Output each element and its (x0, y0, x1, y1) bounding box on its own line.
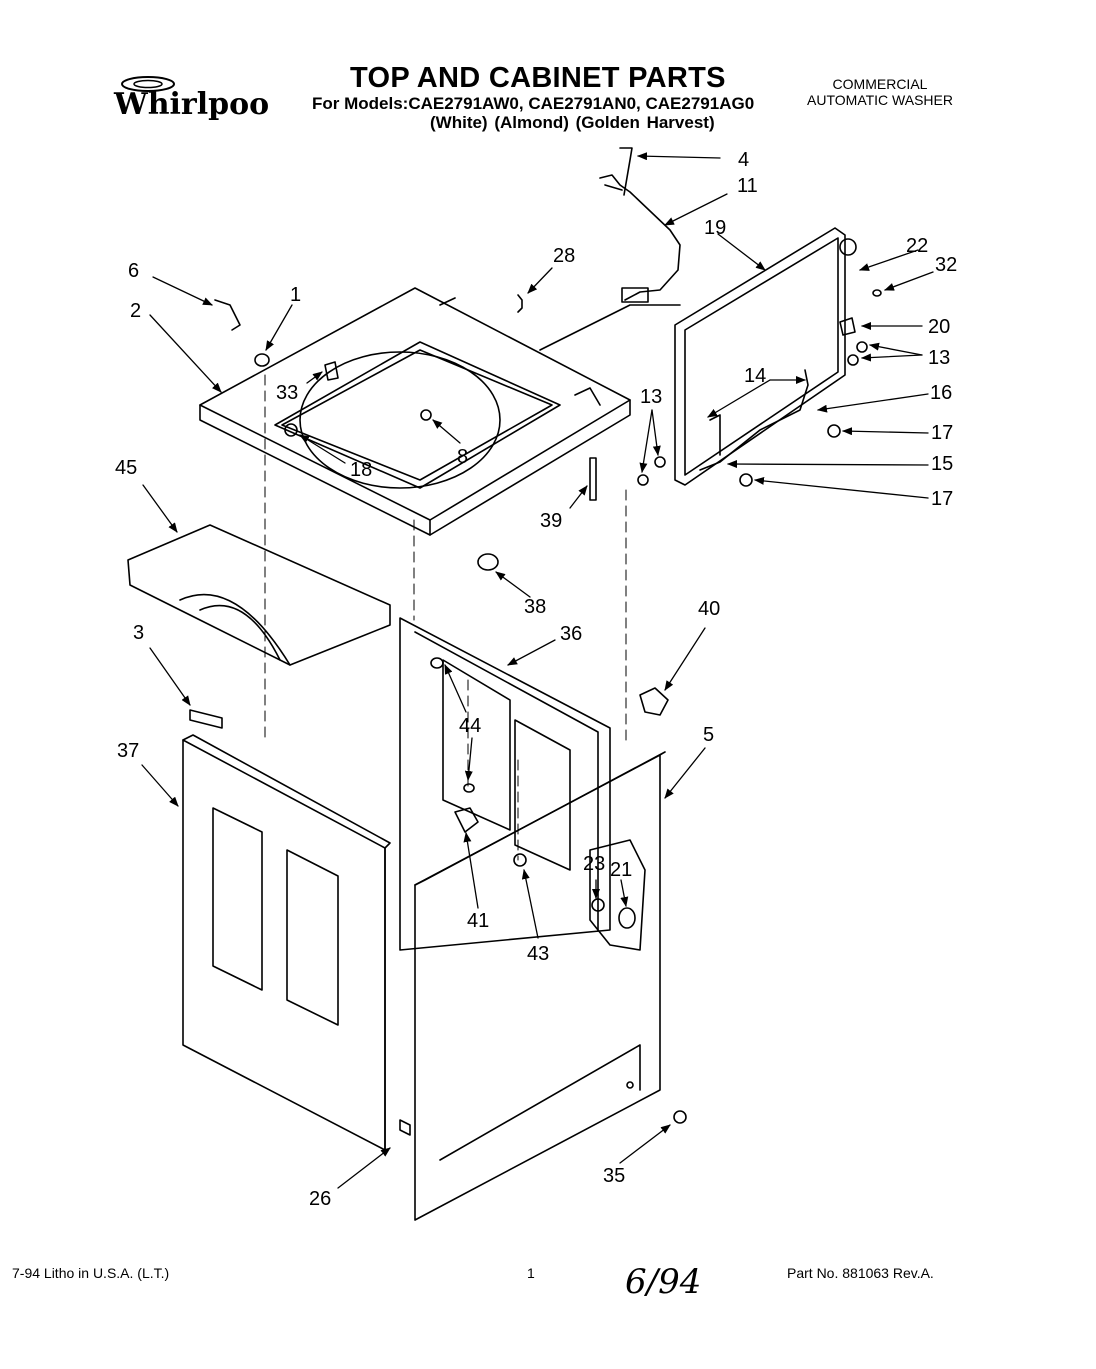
models-line: For Models:CAE2791AW0, CAE2791AN0, CAE27… (312, 94, 755, 113)
callout-13-right: 13 (928, 347, 950, 369)
rear-panel (399, 617, 611, 951)
callout-18: 18 (350, 459, 372, 481)
callout-44: 44 (459, 715, 481, 737)
rear-brace (127, 524, 391, 666)
callout-28: 28 (553, 245, 575, 267)
cabinet-top (199, 287, 681, 536)
colors-line: (White) (Almond) (Golden Harvest) (430, 113, 715, 132)
callout-16: 16 (930, 382, 952, 404)
callout-leaders (141, 152, 934, 1189)
callout-36: 36 (560, 623, 582, 645)
callout-15: 15 (931, 453, 953, 475)
callout-11: 11 (737, 175, 758, 197)
page-number: 1 (527, 1265, 535, 1281)
print-info: 7-94 Litho in U.S.A. (L.T.) (12, 1265, 170, 1281)
callout-32: 32 (935, 254, 957, 276)
callout-35: 35 (603, 1165, 625, 1187)
handwritten-date: 6/94 (625, 1262, 702, 1302)
lid-switch-harness (599, 174, 681, 303)
callout-2: 2 (130, 300, 141, 322)
product-type: COMMERCIAL AUTOMATIC WASHER (800, 76, 960, 108)
callout-6: 6 (128, 260, 139, 282)
callout-45: 45 (115, 457, 137, 479)
callout-19: 19 (704, 217, 726, 239)
callout-22: 22 (906, 235, 928, 257)
brand-wordmark: Whirlpool (113, 87, 268, 122)
callout-8: 8 (457, 446, 468, 468)
callout-17-lower: 17 (931, 488, 953, 510)
callout-labels: 4 11 28 19 22 32 6 1 2 20 13 33 14 16 13… (115, 149, 957, 1210)
callout-1: 1 (290, 284, 301, 306)
front-panel (414, 751, 666, 1221)
callout-41: 41 (467, 910, 489, 932)
callout-38: 38 (524, 596, 546, 618)
small-parts (189, 147, 882, 1124)
page-title: TOP AND CABINET PARTS (350, 62, 726, 94)
callout-33: 33 (276, 382, 298, 404)
callout-40: 40 (698, 598, 720, 620)
callout-13-left: 13 (640, 386, 662, 408)
product-line-1: COMMERCIAL (832, 76, 928, 92)
console-panel-frame (674, 227, 846, 486)
callout-20: 20 (928, 316, 950, 338)
part-number: Part No. 881063 Rev.A. (787, 1265, 934, 1281)
callout-43: 43 (527, 943, 549, 965)
whirlpool-logo: Whirlpool (108, 70, 281, 130)
left-side-panel (182, 734, 411, 1151)
product-line-2: AUTOMATIC WASHER (807, 92, 953, 108)
callout-3: 3 (133, 622, 144, 644)
callout-5: 5 (703, 724, 714, 746)
callout-26: 26 (309, 1188, 331, 1210)
callout-4: 4 (738, 149, 749, 171)
callout-37: 37 (117, 740, 139, 762)
callout-23: 23 (583, 853, 605, 875)
callout-21: 21 (610, 859, 632, 881)
callout-39: 39 (540, 510, 562, 532)
callout-17-upper: 17 (931, 422, 953, 444)
callout-14: 14 (744, 365, 766, 387)
alignment-lines (264, 374, 627, 861)
